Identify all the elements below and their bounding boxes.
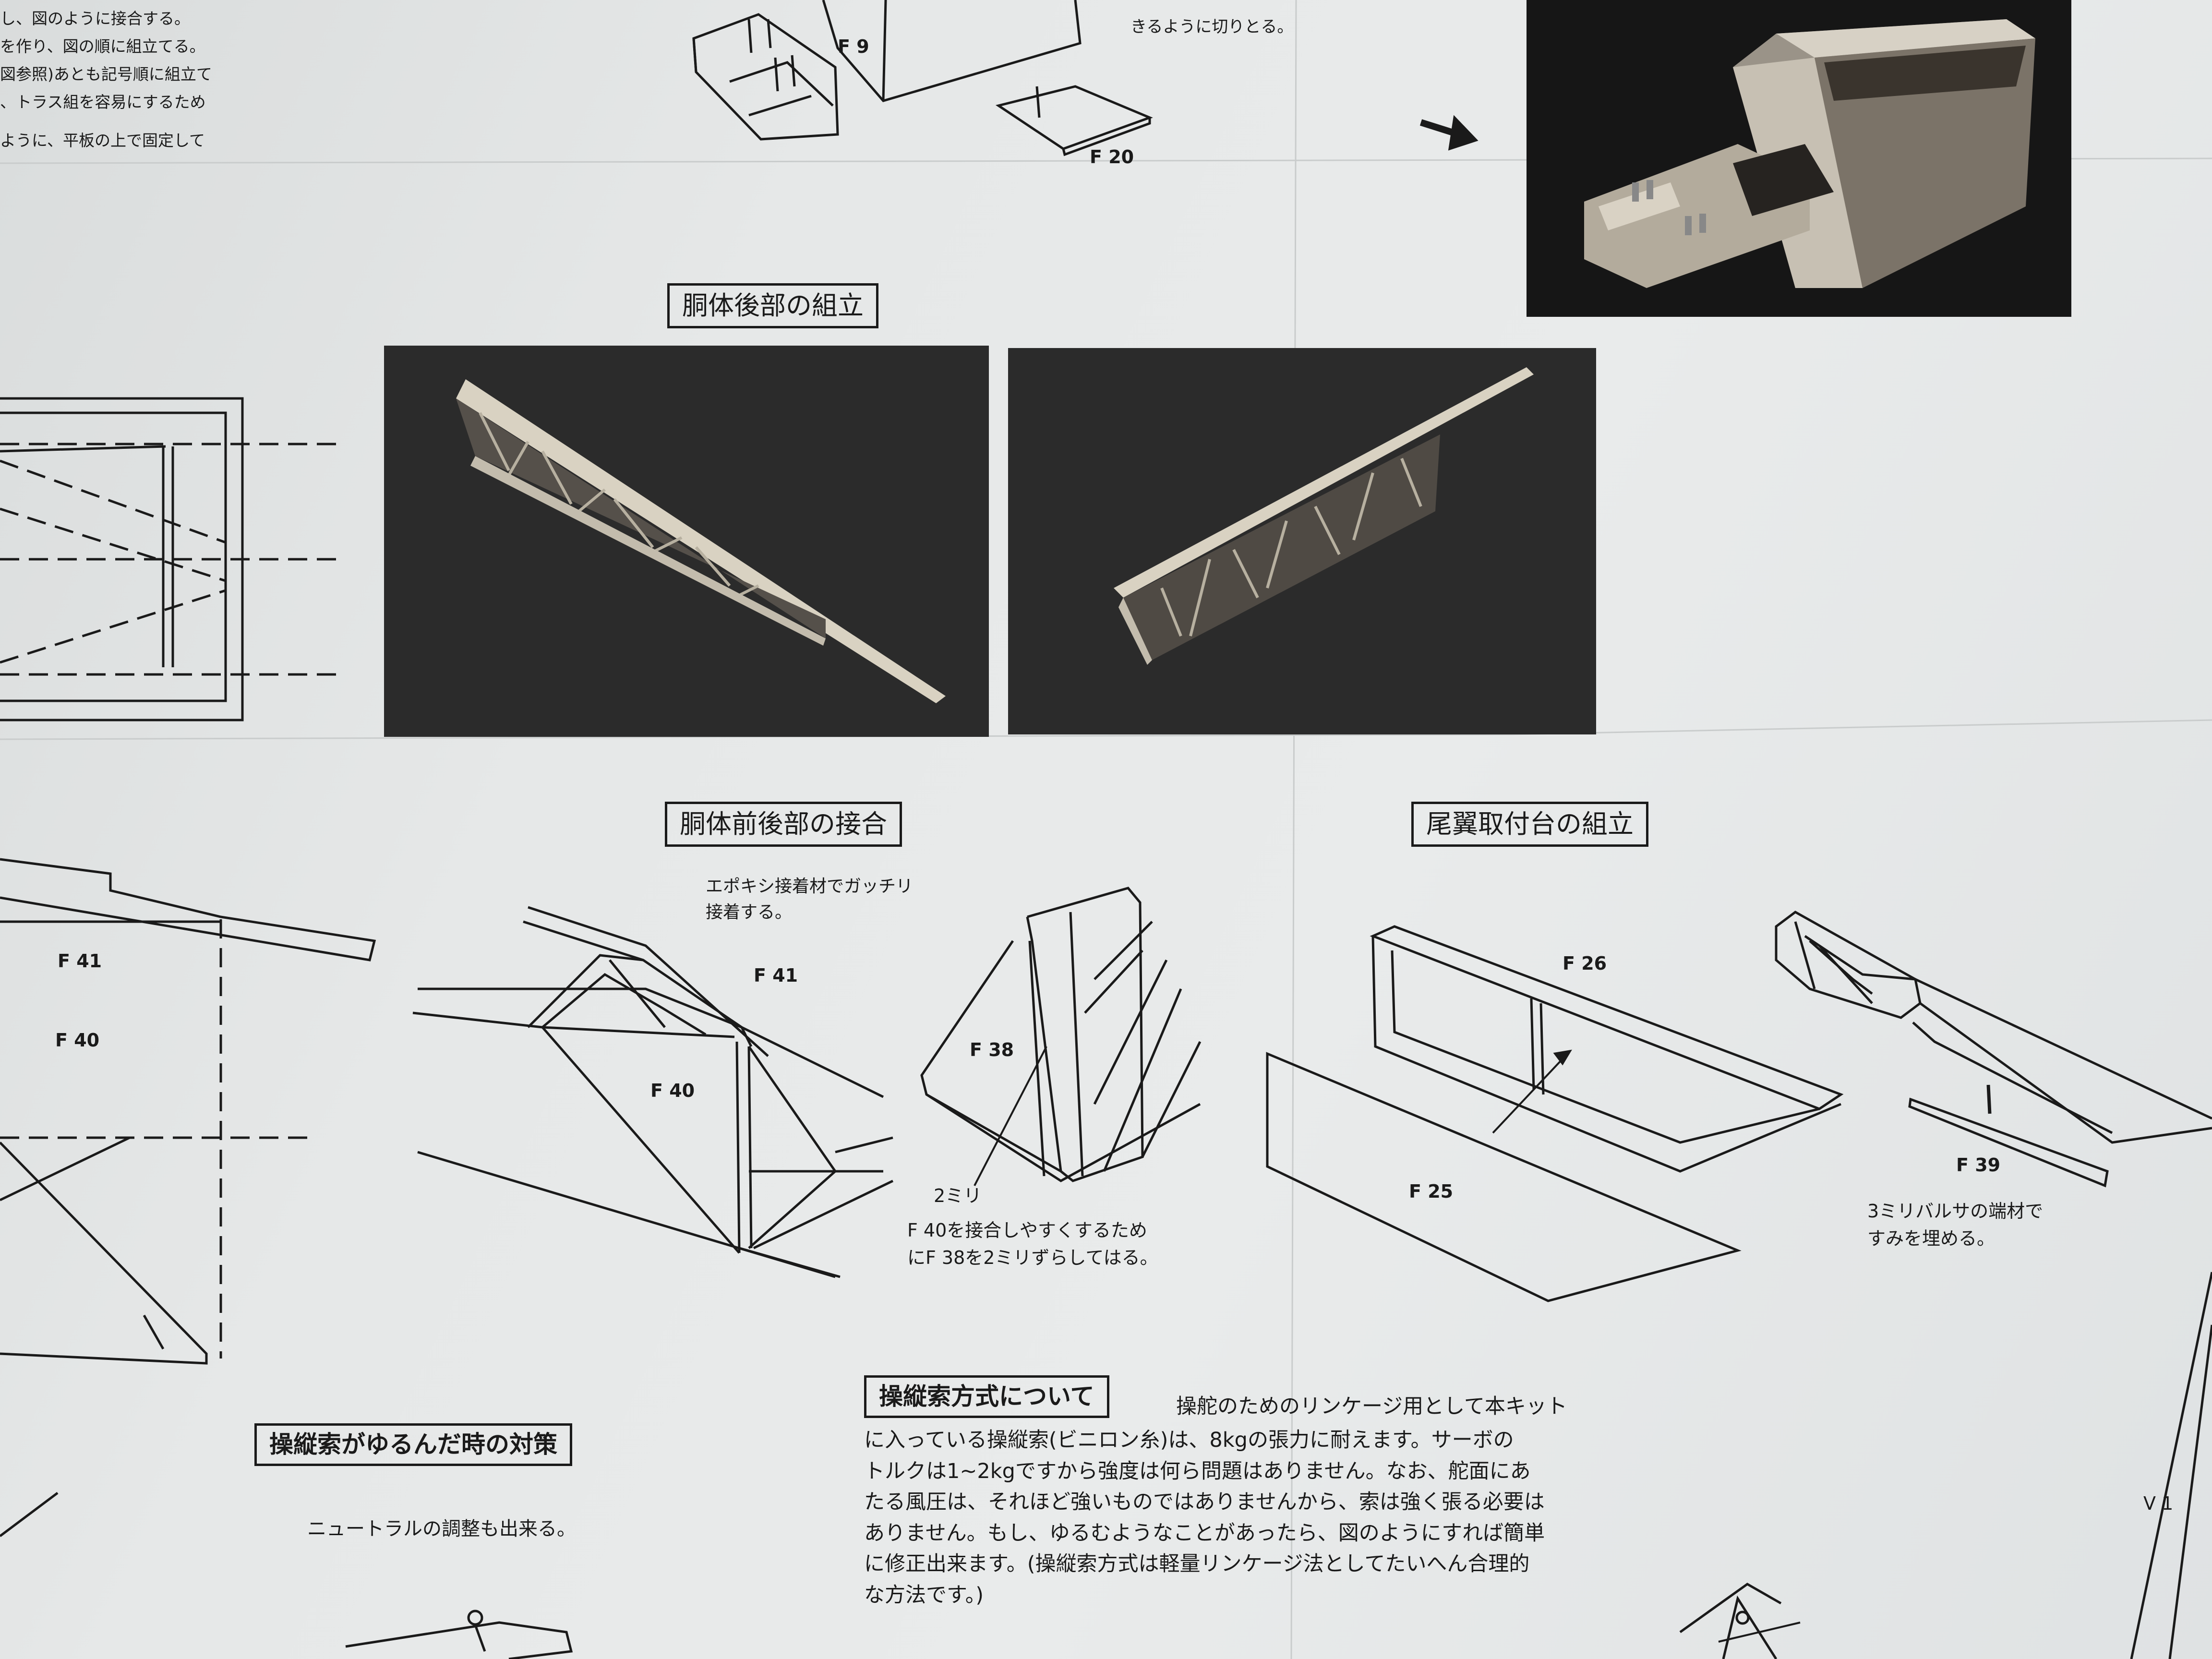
paragraph-line: たる風圧は、それほど強いものではありませんから、索は強く張る必要は bbox=[864, 1490, 1545, 1514]
slack-note: ニュートラルの調整も出来る。 bbox=[307, 1518, 576, 1540]
label-f20: F 20 bbox=[1090, 146, 1134, 168]
left-frame-drawing bbox=[0, 397, 346, 721]
label-left-f40: F 40 bbox=[55, 1030, 100, 1051]
text-line: ように、平板の上で固定して bbox=[0, 131, 205, 150]
photo-rear-fuselage-2-render bbox=[1008, 348, 1596, 734]
photo-rear-fuselage-1-render bbox=[384, 346, 989, 737]
section-title-tail-mount: 尾翼取付台の組立 bbox=[1411, 802, 1648, 847]
note-line: 3ミリバルサの端材で bbox=[1867, 1201, 2044, 1222]
cable-paragraph-body: に入っている操縦索(ビニロン糸)は、8kgの張力に耐えます。サーボの トルクは1… bbox=[864, 1425, 1545, 1611]
photo-front-fuselage-render bbox=[1527, 0, 2071, 317]
cable-paragraph-line-1: 操舵のためのリンケージ用として本キット bbox=[1176, 1395, 1567, 1419]
joining-drawing bbox=[412, 906, 894, 1278]
label-2mm: 2ミリ bbox=[934, 1185, 982, 1206]
label-f38: F 38 bbox=[970, 1039, 1014, 1060]
label-f9: F 9 bbox=[838, 36, 869, 57]
text-line: し、図のように接合する。 bbox=[0, 9, 190, 28]
offset-note: F 40を接合しやすくするため にF 38を2ミリずらしてはる。 bbox=[907, 1217, 1158, 1272]
text-line: を作り、図の順に組立てる。 bbox=[0, 37, 205, 56]
f9-box-drawing bbox=[692, 0, 1082, 141]
top-left-text-block: し、図のように接合する。 を作り、図の順に組立てる。 図参照)あとも記号順に組立… bbox=[0, 5, 212, 155]
f38-drawing bbox=[920, 887, 1202, 1186]
label-f25: F 25 bbox=[1409, 1181, 1454, 1202]
paragraph-line: トルクは1~2kgですから強度は何ら問題はありません。なお、舵面にあ bbox=[864, 1459, 1531, 1483]
label-f39: F 39 bbox=[1956, 1154, 2001, 1176]
note-line: すみを埋める。 bbox=[1867, 1228, 1996, 1249]
note-line: エポキシ接着材でガッチリ bbox=[706, 877, 914, 896]
text-line: 図参照)あとも記号順に組立て bbox=[0, 65, 212, 84]
left-wing-drawing bbox=[0, 858, 376, 1537]
paragraph-line: に修正出来ます。(操縦索方式は軽量リンケージ法としてたいへん合理的 bbox=[864, 1552, 1530, 1576]
label-left-f41: F 41 bbox=[58, 950, 102, 972]
label-f40: F 40 bbox=[650, 1080, 695, 1101]
section-title-joining: 胴体前後部の接合 bbox=[665, 802, 902, 847]
paragraph-line: な方法です。) bbox=[864, 1583, 984, 1607]
arrow-to-photo bbox=[1419, 115, 1479, 151]
right-lower-drawing bbox=[1679, 1272, 2212, 1659]
section-title-rear-fuselage: 胴体後部の組立 bbox=[667, 283, 878, 328]
note-line: 接着する。 bbox=[706, 902, 793, 922]
note-line: にF 38を2ミリずらしてはる。 bbox=[907, 1247, 1158, 1268]
label-f41: F 41 bbox=[754, 965, 798, 986]
text-line: 、トラス組を容易にするため bbox=[0, 93, 206, 111]
note-line: F 40を接合しやすくするため bbox=[907, 1220, 1147, 1241]
paragraph-line: ありません。もし、ゆるむようなことがあったら、図のようにすれば簡単 bbox=[864, 1521, 1545, 1545]
section-title-cable-method: 操縦索方式について bbox=[864, 1375, 1109, 1418]
photo-rear-fuselage-1 bbox=[384, 346, 989, 737]
epoxy-note: エポキシ接着材でガッチリ 接着する。 bbox=[706, 874, 913, 926]
f20-plate-drawing bbox=[995, 85, 1153, 156]
tail-note: 3ミリバルサの端材で すみを埋める。 bbox=[1867, 1198, 2043, 1252]
tail-mount-drawing bbox=[1266, 925, 1844, 1302]
label-f26: F 26 bbox=[1563, 953, 1607, 974]
f39-drawing bbox=[1775, 911, 2212, 1188]
bottom-linkage-drawing bbox=[345, 1610, 573, 1659]
paragraph-line: に入っている操縦索(ビニロン糸)は、8kgの張力に耐えます。サーボの bbox=[864, 1428, 1514, 1452]
top-right-text: きるように切りとる。 bbox=[1130, 17, 1294, 36]
label-v1: V 1 bbox=[2143, 1493, 2174, 1514]
section-title-slack-cable: 操縦索がゆるんだ時の対策 bbox=[254, 1423, 572, 1466]
photo-rear-fuselage-2 bbox=[1008, 348, 1596, 734]
photo-front-fuselage bbox=[1527, 0, 2071, 317]
